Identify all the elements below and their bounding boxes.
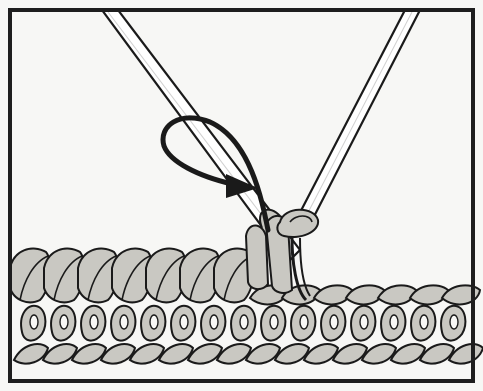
base-chain-twist [215, 343, 253, 365]
base-chain-twist [99, 343, 137, 365]
loop-hole [29, 314, 39, 330]
working-loops [244, 208, 320, 302]
stitch-strand [189, 255, 219, 301]
base-chain-twist [128, 343, 166, 365]
loop-hole [239, 314, 249, 330]
base-chain-row [12, 343, 483, 365]
base-chain-twist [331, 343, 369, 365]
loop-hole [419, 314, 429, 330]
loop-hole [389, 314, 399, 330]
base-chain-twist [12, 343, 50, 365]
loop-hole [299, 314, 309, 330]
base-chain-twist [302, 343, 340, 365]
middle-loop-row [20, 304, 467, 342]
yarn-loop-arrow-icon [160, 115, 271, 233]
loop-hole [119, 314, 129, 330]
base-chain-twist [186, 343, 224, 365]
loop-hole [59, 314, 69, 330]
base-chain-twist [360, 343, 398, 365]
loop-hole [359, 314, 369, 330]
base-chain-twist [157, 343, 195, 365]
loop-hole [149, 314, 159, 330]
base-chain-twist [418, 343, 456, 365]
stitch-strand [53, 255, 83, 301]
stitch-strand [87, 255, 117, 301]
base-chain-twist [389, 343, 427, 365]
base-chain-twist [70, 343, 108, 365]
stitch-strand [121, 255, 151, 301]
stitch-strand [155, 255, 185, 301]
flat-chain-link [440, 284, 482, 306]
stitch-row [9, 247, 256, 304]
base-chain-twist [273, 343, 311, 365]
figure-frame [8, 8, 475, 383]
loop-hole [89, 314, 99, 330]
loop-hole [209, 314, 219, 330]
loop-hole [269, 314, 279, 330]
stitch-strand [19, 255, 49, 301]
base-chain-twist [244, 343, 282, 365]
loop-hole [449, 314, 459, 330]
loop-hole [179, 314, 189, 330]
loop-hole [329, 314, 339, 330]
base-chain-twist [41, 343, 79, 365]
